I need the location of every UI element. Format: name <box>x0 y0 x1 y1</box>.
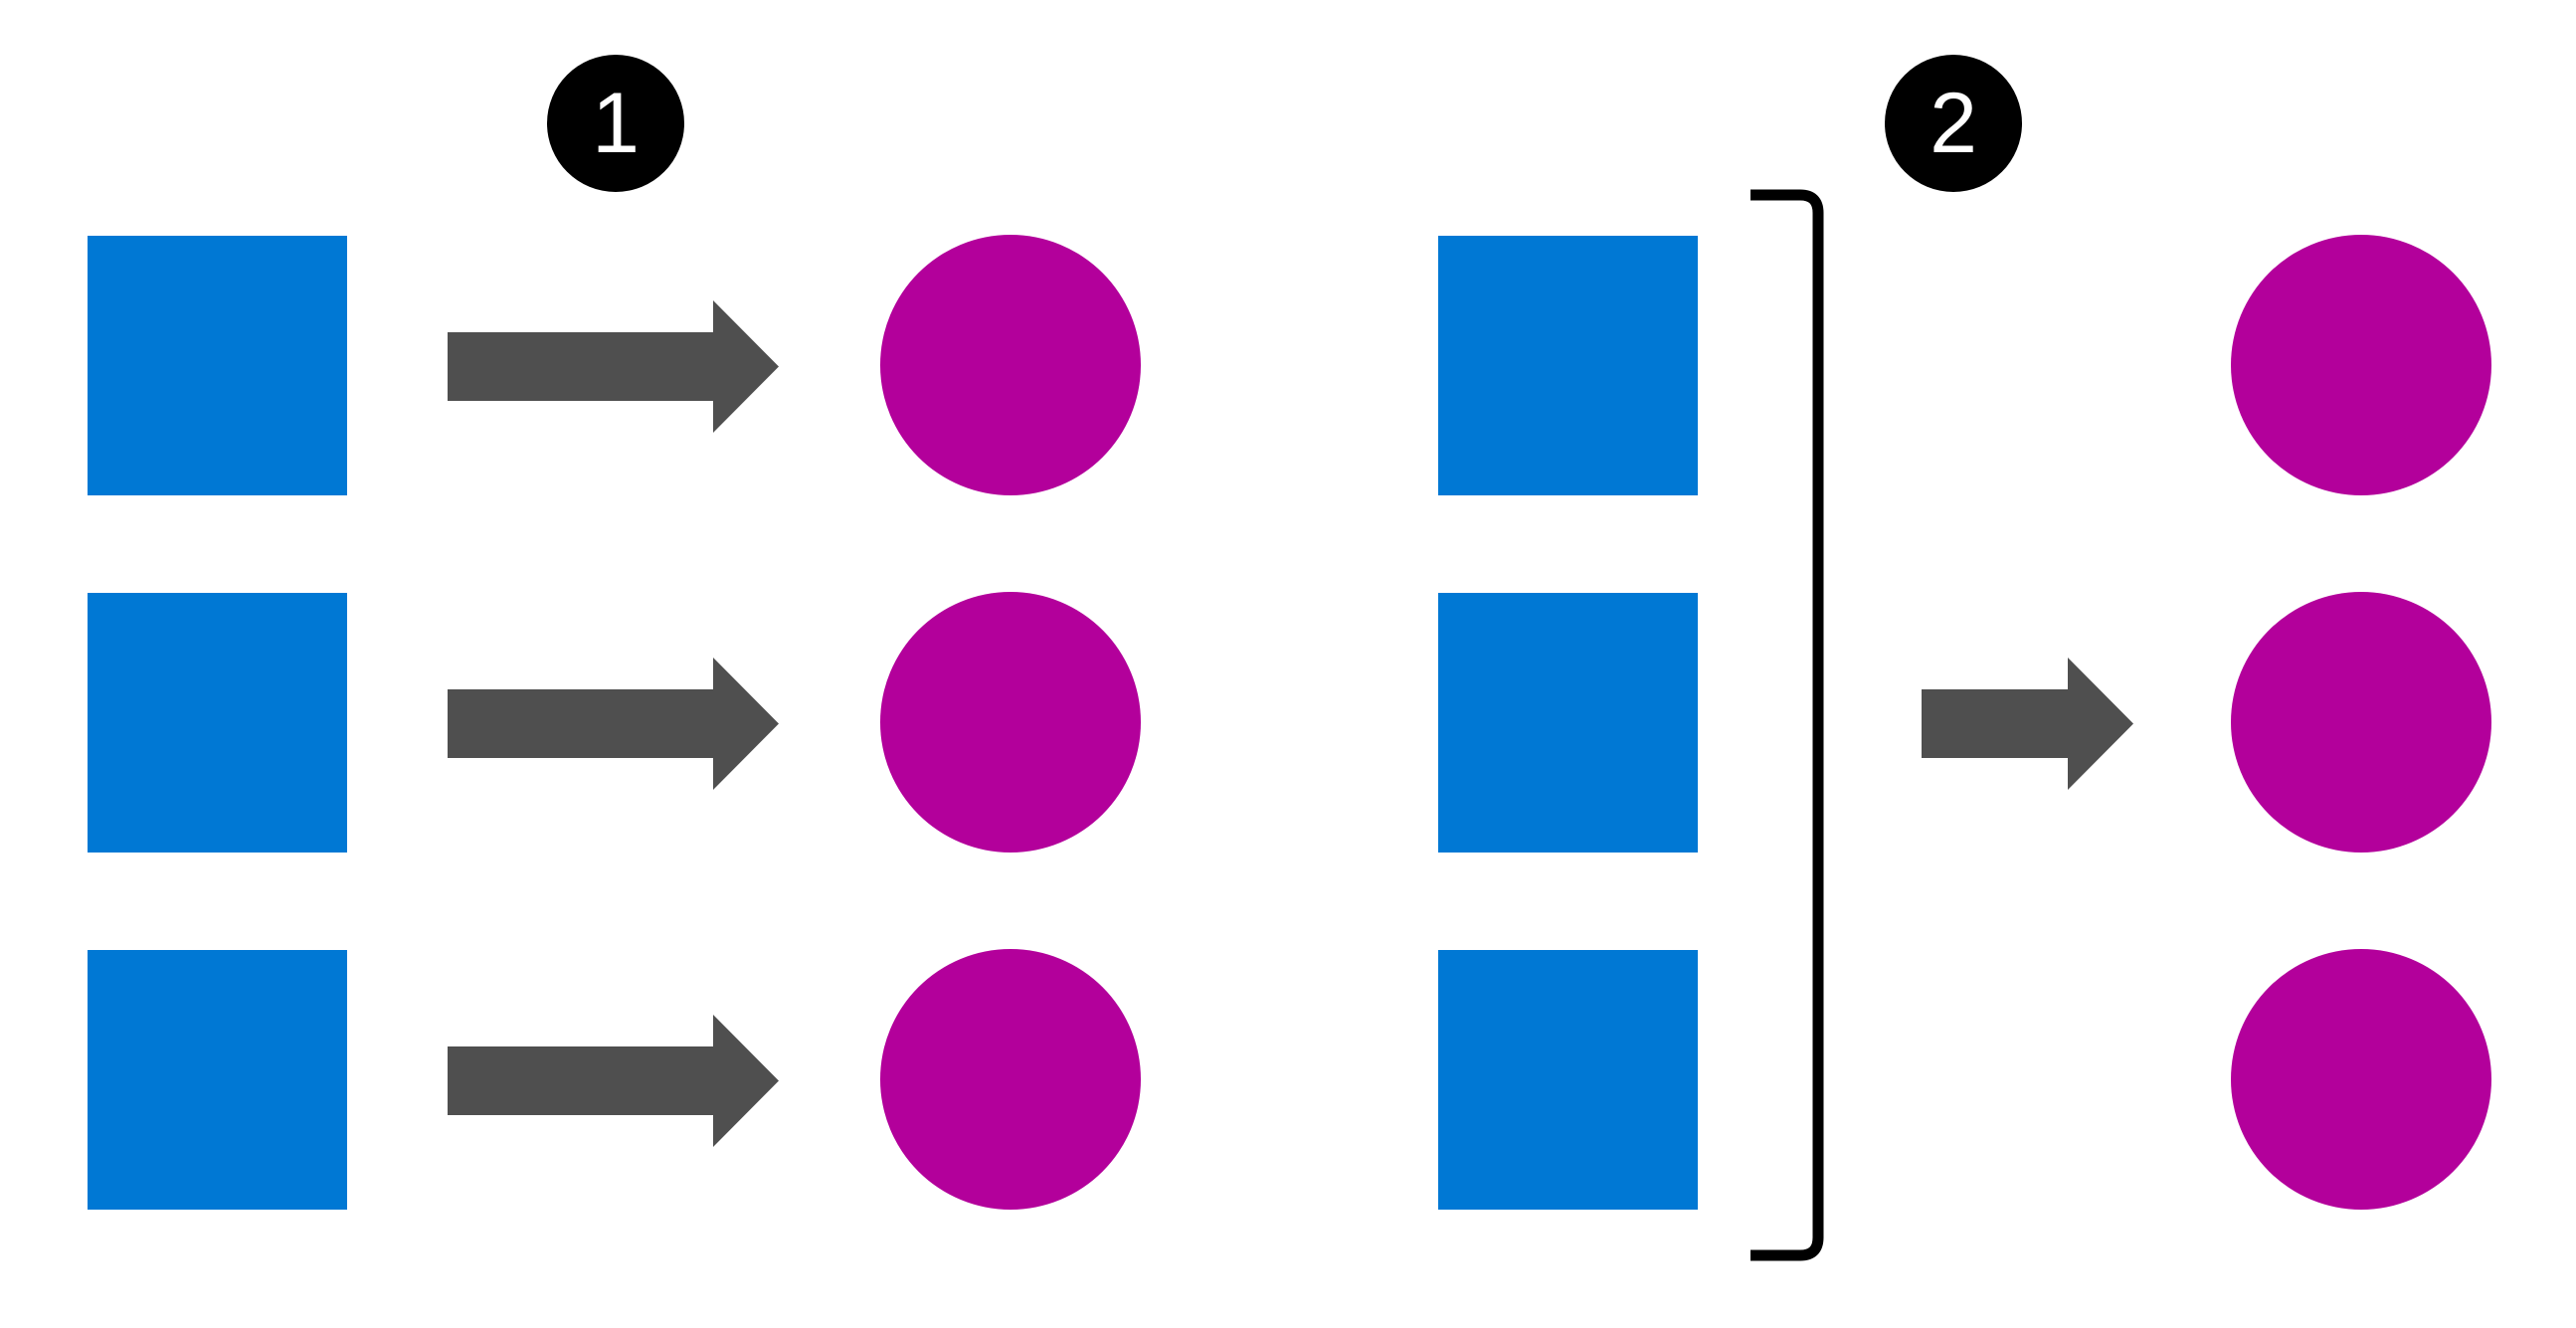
blue-square-1-2[interactable] <box>88 593 347 853</box>
grouping-bracket <box>1743 187 1832 1263</box>
arrow-right-icon-1-2 <box>448 658 779 790</box>
step-badge-1[interactable]: 1 <box>547 55 684 192</box>
blue-square-1-1[interactable] <box>88 236 347 495</box>
arrow-right-icon-2-1 <box>1922 658 2133 790</box>
magenta-circle-1-2[interactable] <box>880 592 1141 853</box>
step-badge-2[interactable]: 2 <box>1885 55 2022 192</box>
arrow-right-icon-1-3 <box>448 1015 779 1147</box>
blue-square-1-3[interactable] <box>88 950 347 1210</box>
magenta-circle-2-1[interactable] <box>2231 235 2491 495</box>
magenta-circle-2-3[interactable] <box>2231 949 2491 1210</box>
magenta-circle-2-2[interactable] <box>2231 592 2491 853</box>
blue-square-2-3[interactable] <box>1438 950 1698 1210</box>
blue-square-2-1[interactable] <box>1438 236 1698 495</box>
magenta-circle-1-1[interactable] <box>880 235 1141 495</box>
blue-square-2-2[interactable] <box>1438 593 1698 853</box>
arrow-right-icon-1-1 <box>448 300 779 433</box>
step-badge-1-label: 1 <box>592 76 640 171</box>
magenta-circle-1-3[interactable] <box>880 949 1141 1210</box>
step-badge-2-label: 2 <box>1930 76 1977 171</box>
